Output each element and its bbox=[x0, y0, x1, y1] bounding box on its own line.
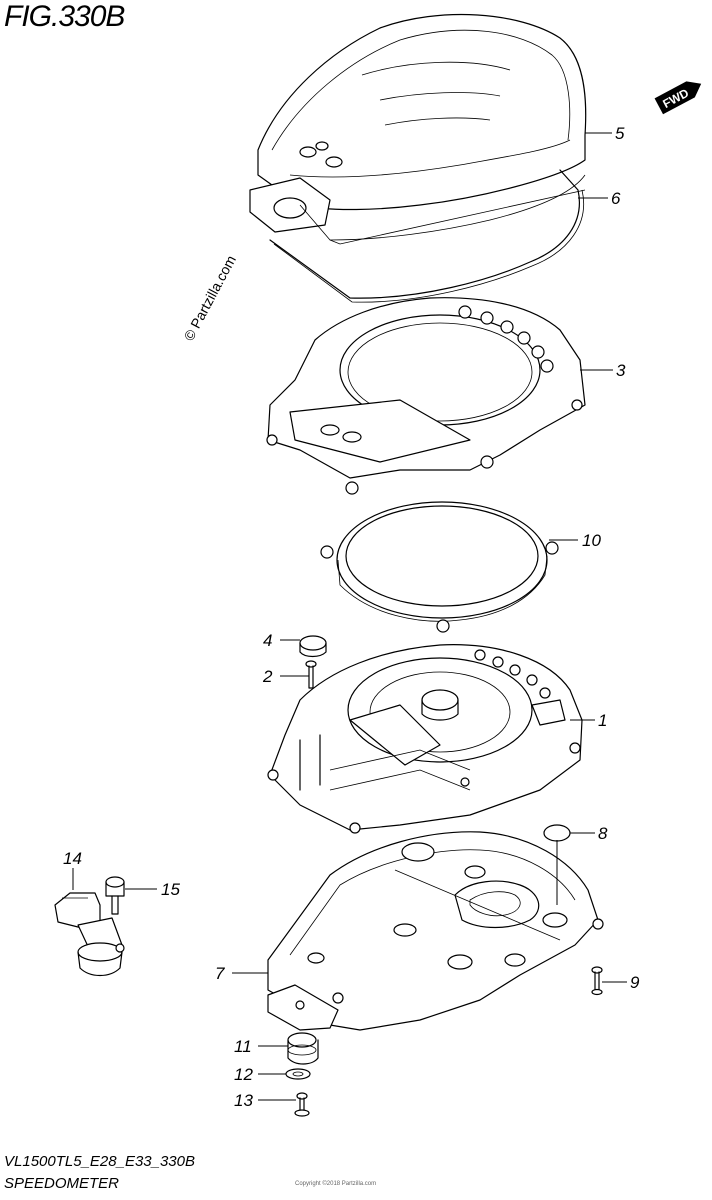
part-10-ring bbox=[320, 501, 559, 633]
part-14-speed-sensor bbox=[54, 892, 125, 977]
callout-15[interactable]: 15 bbox=[161, 880, 180, 899]
part-7-lower-case bbox=[267, 831, 604, 1031]
part-15-bolt bbox=[105, 876, 125, 915]
callout-9[interactable]: 9 bbox=[630, 973, 640, 992]
callout-10[interactable]: 10 bbox=[582, 531, 601, 550]
callout-11[interactable]: 11 bbox=[234, 1037, 252, 1056]
part-5-upper-cover bbox=[249, 13, 587, 245]
callout-4[interactable]: 4 bbox=[263, 631, 272, 650]
part-12-washer bbox=[285, 1068, 311, 1080]
part-9-screw bbox=[591, 966, 603, 996]
part-2-screw bbox=[305, 660, 317, 689]
callout-7[interactable]: 7 bbox=[215, 964, 225, 983]
callout-14[interactable]: 14 bbox=[63, 849, 82, 868]
part-1-speedometer-assembly bbox=[267, 644, 583, 834]
leader-lines bbox=[72, 132, 627, 1101]
callout-2[interactable]: 2 bbox=[262, 667, 273, 686]
callout-8[interactable]: 8 bbox=[598, 824, 608, 843]
fwd-badge: FWD bbox=[654, 81, 702, 115]
watermark: © Partzilla.com bbox=[181, 253, 239, 344]
callout-5[interactable]: 5 bbox=[615, 124, 625, 143]
part-4-grommet bbox=[299, 635, 327, 658]
callout-13[interactable]: 13 bbox=[234, 1091, 253, 1110]
part-8-cap bbox=[543, 824, 571, 842]
figure-title: FIG.330B bbox=[4, 0, 125, 33]
figure-code: VL1500TL5_E28_E33_330B bbox=[4, 1153, 196, 1170]
fine-print: Copyright ©2018 Partzilla.com bbox=[295, 1180, 376, 1187]
callout-12[interactable]: 12 bbox=[234, 1065, 253, 1084]
part-6-gasket bbox=[269, 169, 584, 303]
callout-3[interactable]: 3 bbox=[616, 361, 626, 380]
part-11-grommet bbox=[287, 1032, 319, 1065]
callout-1[interactable]: 1 bbox=[598, 711, 607, 730]
part-3-meter-case bbox=[266, 297, 586, 495]
callout-6[interactable]: 6 bbox=[611, 189, 621, 208]
figure-name: SPEEDOMETER bbox=[4, 1175, 120, 1192]
part-13-screw bbox=[294, 1092, 310, 1117]
